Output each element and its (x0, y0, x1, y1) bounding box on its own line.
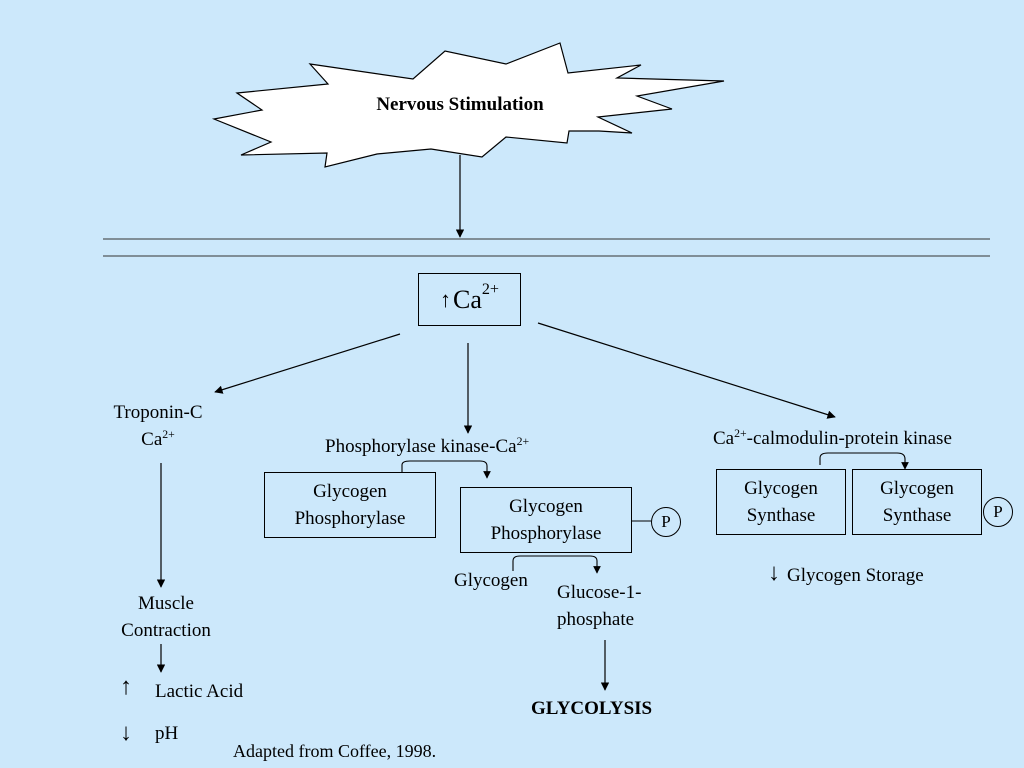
troponin-line2: Ca2+ (141, 427, 175, 450)
troponin-label: Troponin-C Ca2+ (96, 399, 220, 455)
troponin-line1: Troponin-C (113, 402, 203, 423)
nervous-stimulation-label: Nervous Stimulation (376, 94, 544, 115)
storage-down-arrow-icon: ↓ (768, 560, 780, 586)
glycogen-phosphorylase-box-left: Glycogen Phosphorylase (264, 472, 436, 538)
glycogen-synthase-box-left: Glycogen Synthase (716, 469, 846, 535)
glycogen-curve-arrow (512, 555, 601, 574)
citation-label: Adapted from Coffee, 1998. (233, 741, 437, 761)
glucose-phosphate-label: Glucose-1- phosphate (557, 582, 642, 630)
lactic-acid-label: Lactic Acid (155, 681, 244, 702)
ph-down-arrow-icon: ↓ (120, 720, 132, 746)
up-arrow-icon: ↑ (439, 287, 451, 312)
arrow-to-calmodulin (537, 322, 836, 419)
glycolysis-label: GLYCOLYSIS (531, 698, 653, 719)
muscle-contraction-label: Muscle Contraction (121, 593, 211, 641)
lactic-up-arrow-icon: ↑ (120, 674, 132, 700)
phosphate-circle-middle: P (651, 507, 681, 537)
calcium-label: Ca (452, 285, 482, 314)
phosphate-circle-right: P (983, 497, 1013, 527)
arrow-to-troponin (214, 333, 401, 394)
glycogen-synthase-box-right: Glycogen Synthase (852, 469, 982, 535)
calmodulin-kinase-label: Ca2+-calmodulin-protein kinase (713, 426, 952, 449)
glycogen-label: Glycogen (454, 570, 528, 591)
calcium-charge: 2+ (481, 281, 500, 299)
ph-label: pH (155, 723, 179, 744)
calmodulin-curve-arrow (819, 452, 909, 470)
kinase-curve-arrow (401, 460, 491, 479)
phosphorylase-kinase-label: Phosphorylase kinase-Ca2+ (325, 434, 530, 457)
glycogen-phosphorylase-box-right: Glycogen Phosphorylase (460, 487, 632, 553)
stimulation-burst-shape (211, 42, 725, 168)
glycogen-storage-label: Glycogen Storage (787, 565, 924, 586)
